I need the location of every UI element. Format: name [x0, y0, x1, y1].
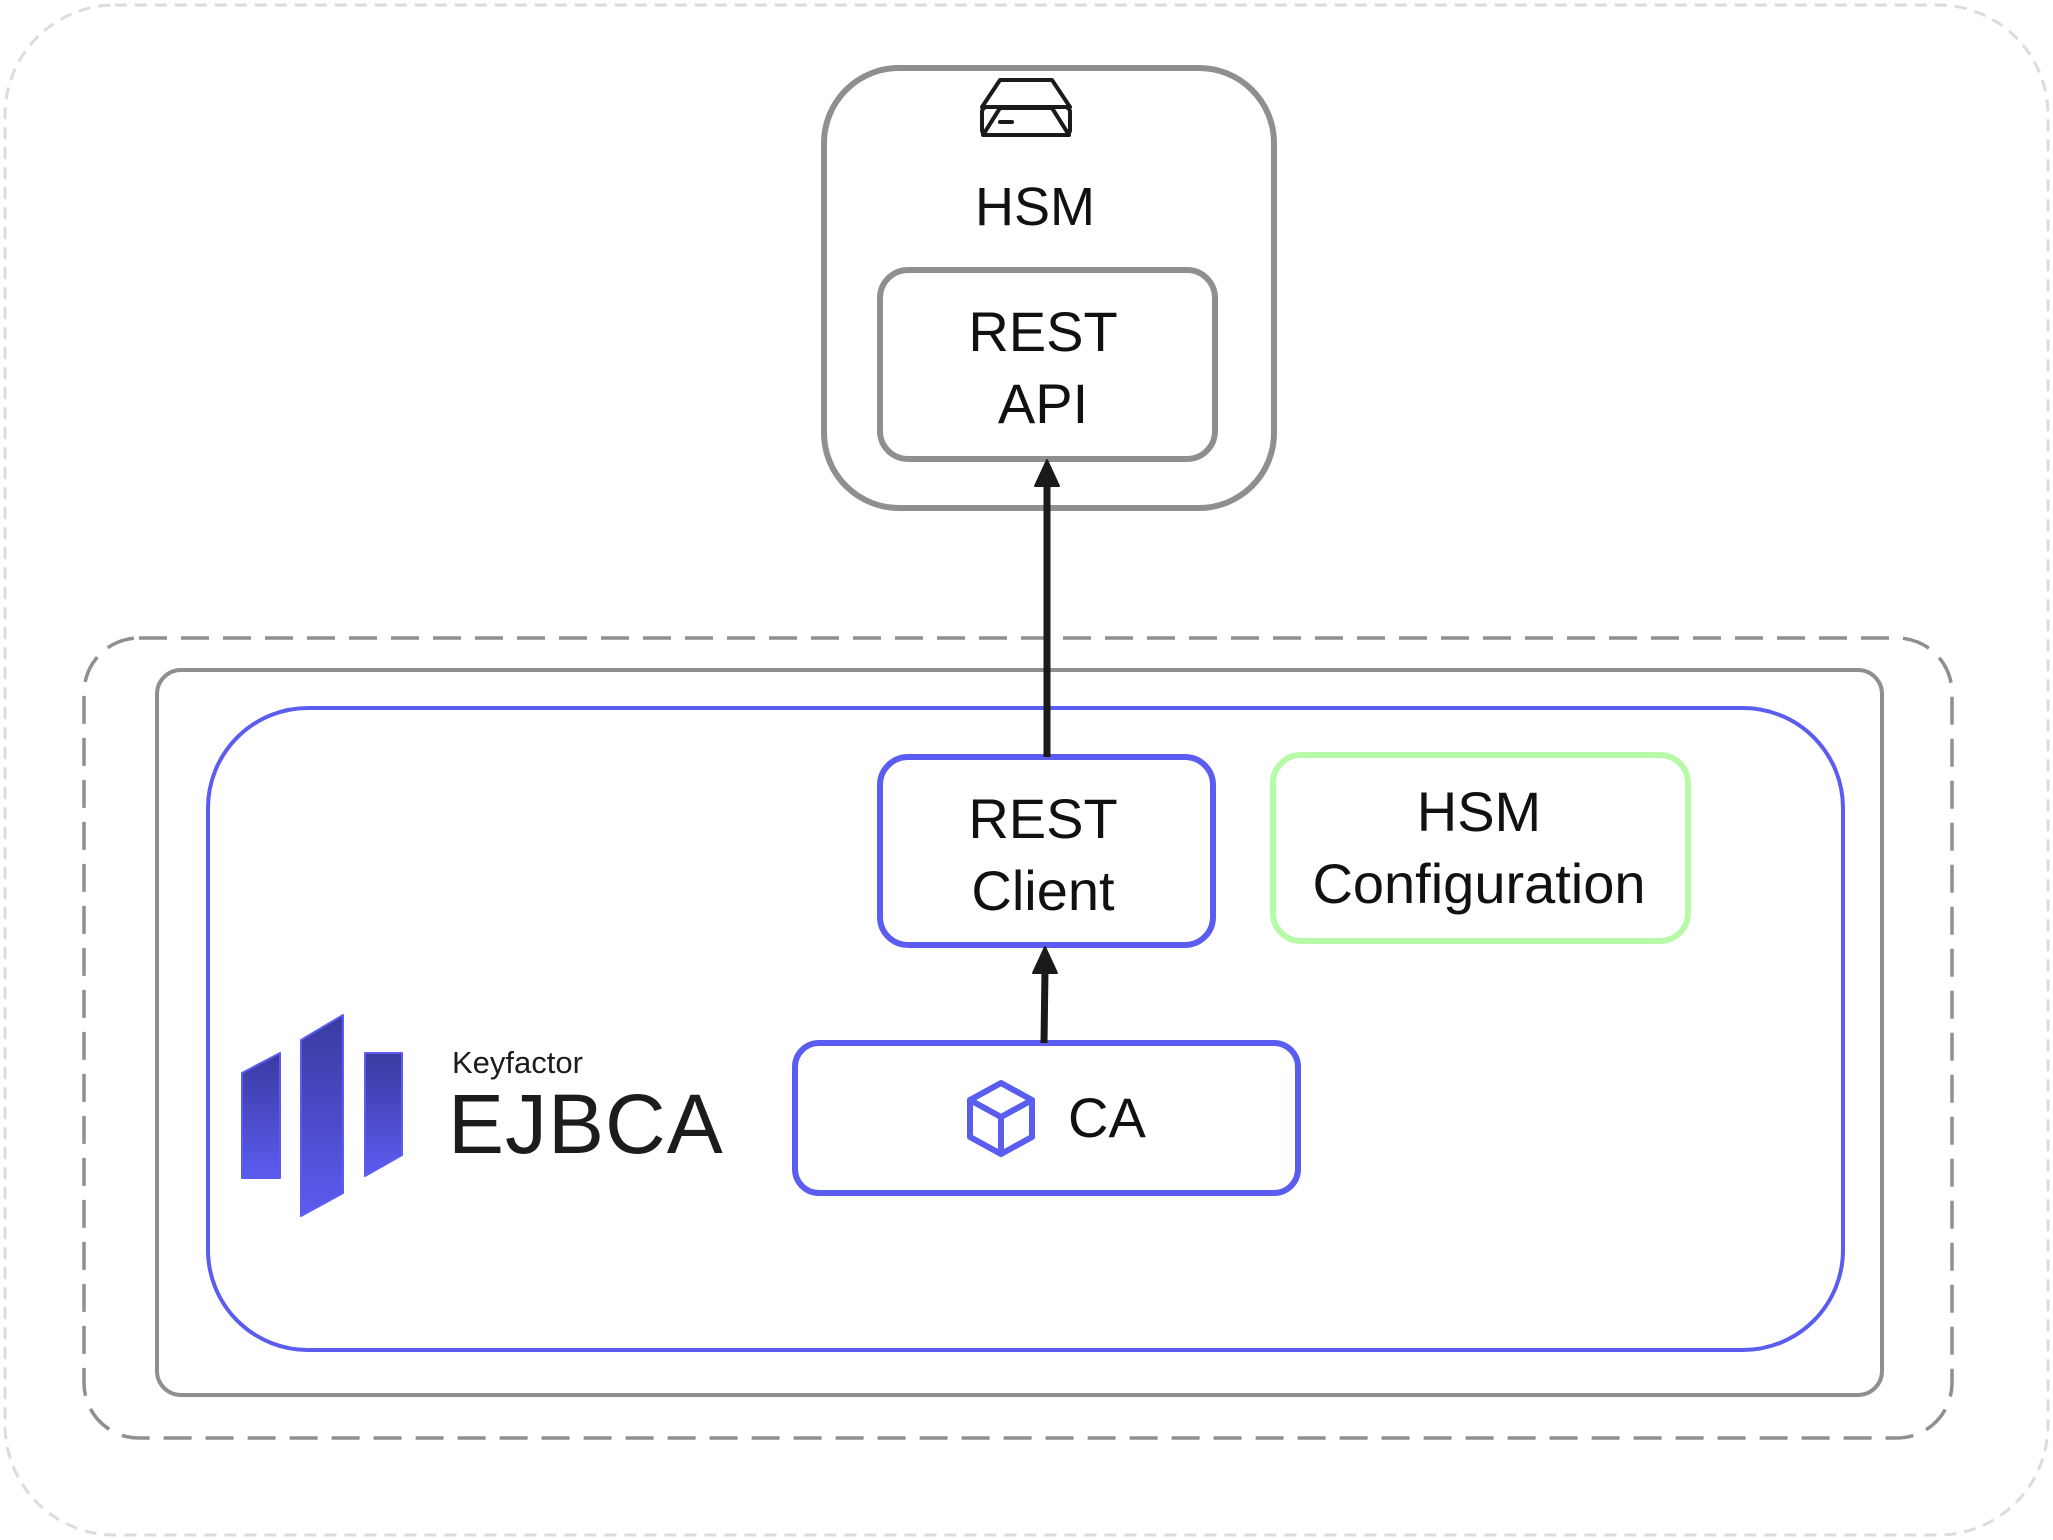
hsm-box: HSM REST API: [821, 65, 1277, 511]
hsm-configuration-box: HSM Configuration: [1270, 752, 1691, 944]
arrow-rest-client-to-rest-api: [1034, 459, 1060, 757]
ca-label: CA: [1068, 1086, 1146, 1149]
rest-client-box: REST Client: [877, 754, 1216, 948]
rest-client-label-line2: Client: [971, 859, 1115, 922]
arrow-ca-to-rest-client: [1032, 946, 1058, 1044]
ca-box: CA: [792, 1040, 1301, 1196]
brand-company-name: Keyfactor: [452, 1045, 583, 1080]
hsm-configuration-label-line2: Configuration: [1312, 852, 1645, 915]
rest-api-label-line2: API: [998, 372, 1088, 435]
cube-icon: [967, 1080, 1035, 1157]
ejbca-container: [206, 706, 1845, 1352]
rest-api-box: REST API: [877, 267, 1218, 462]
hsm-configuration-label-line1: HSM: [1417, 780, 1541, 843]
rest-client-label-line1: REST: [968, 787, 1117, 850]
host-frame: [155, 668, 1884, 1397]
environment-dashed-frame: [82, 636, 1954, 1440]
outer-frame: [3, 3, 2050, 1537]
hsm-title: HSM: [975, 177, 1095, 237]
hard-drive-icon: [980, 78, 1072, 137]
brand-product-name: EJBCA: [448, 1077, 724, 1171]
rest-api-label-line1: REST: [968, 300, 1117, 363]
brand-logo: Keyfactor EJBCA: [241, 1014, 724, 1217]
keyfactor-bars-logo: [241, 1014, 403, 1217]
